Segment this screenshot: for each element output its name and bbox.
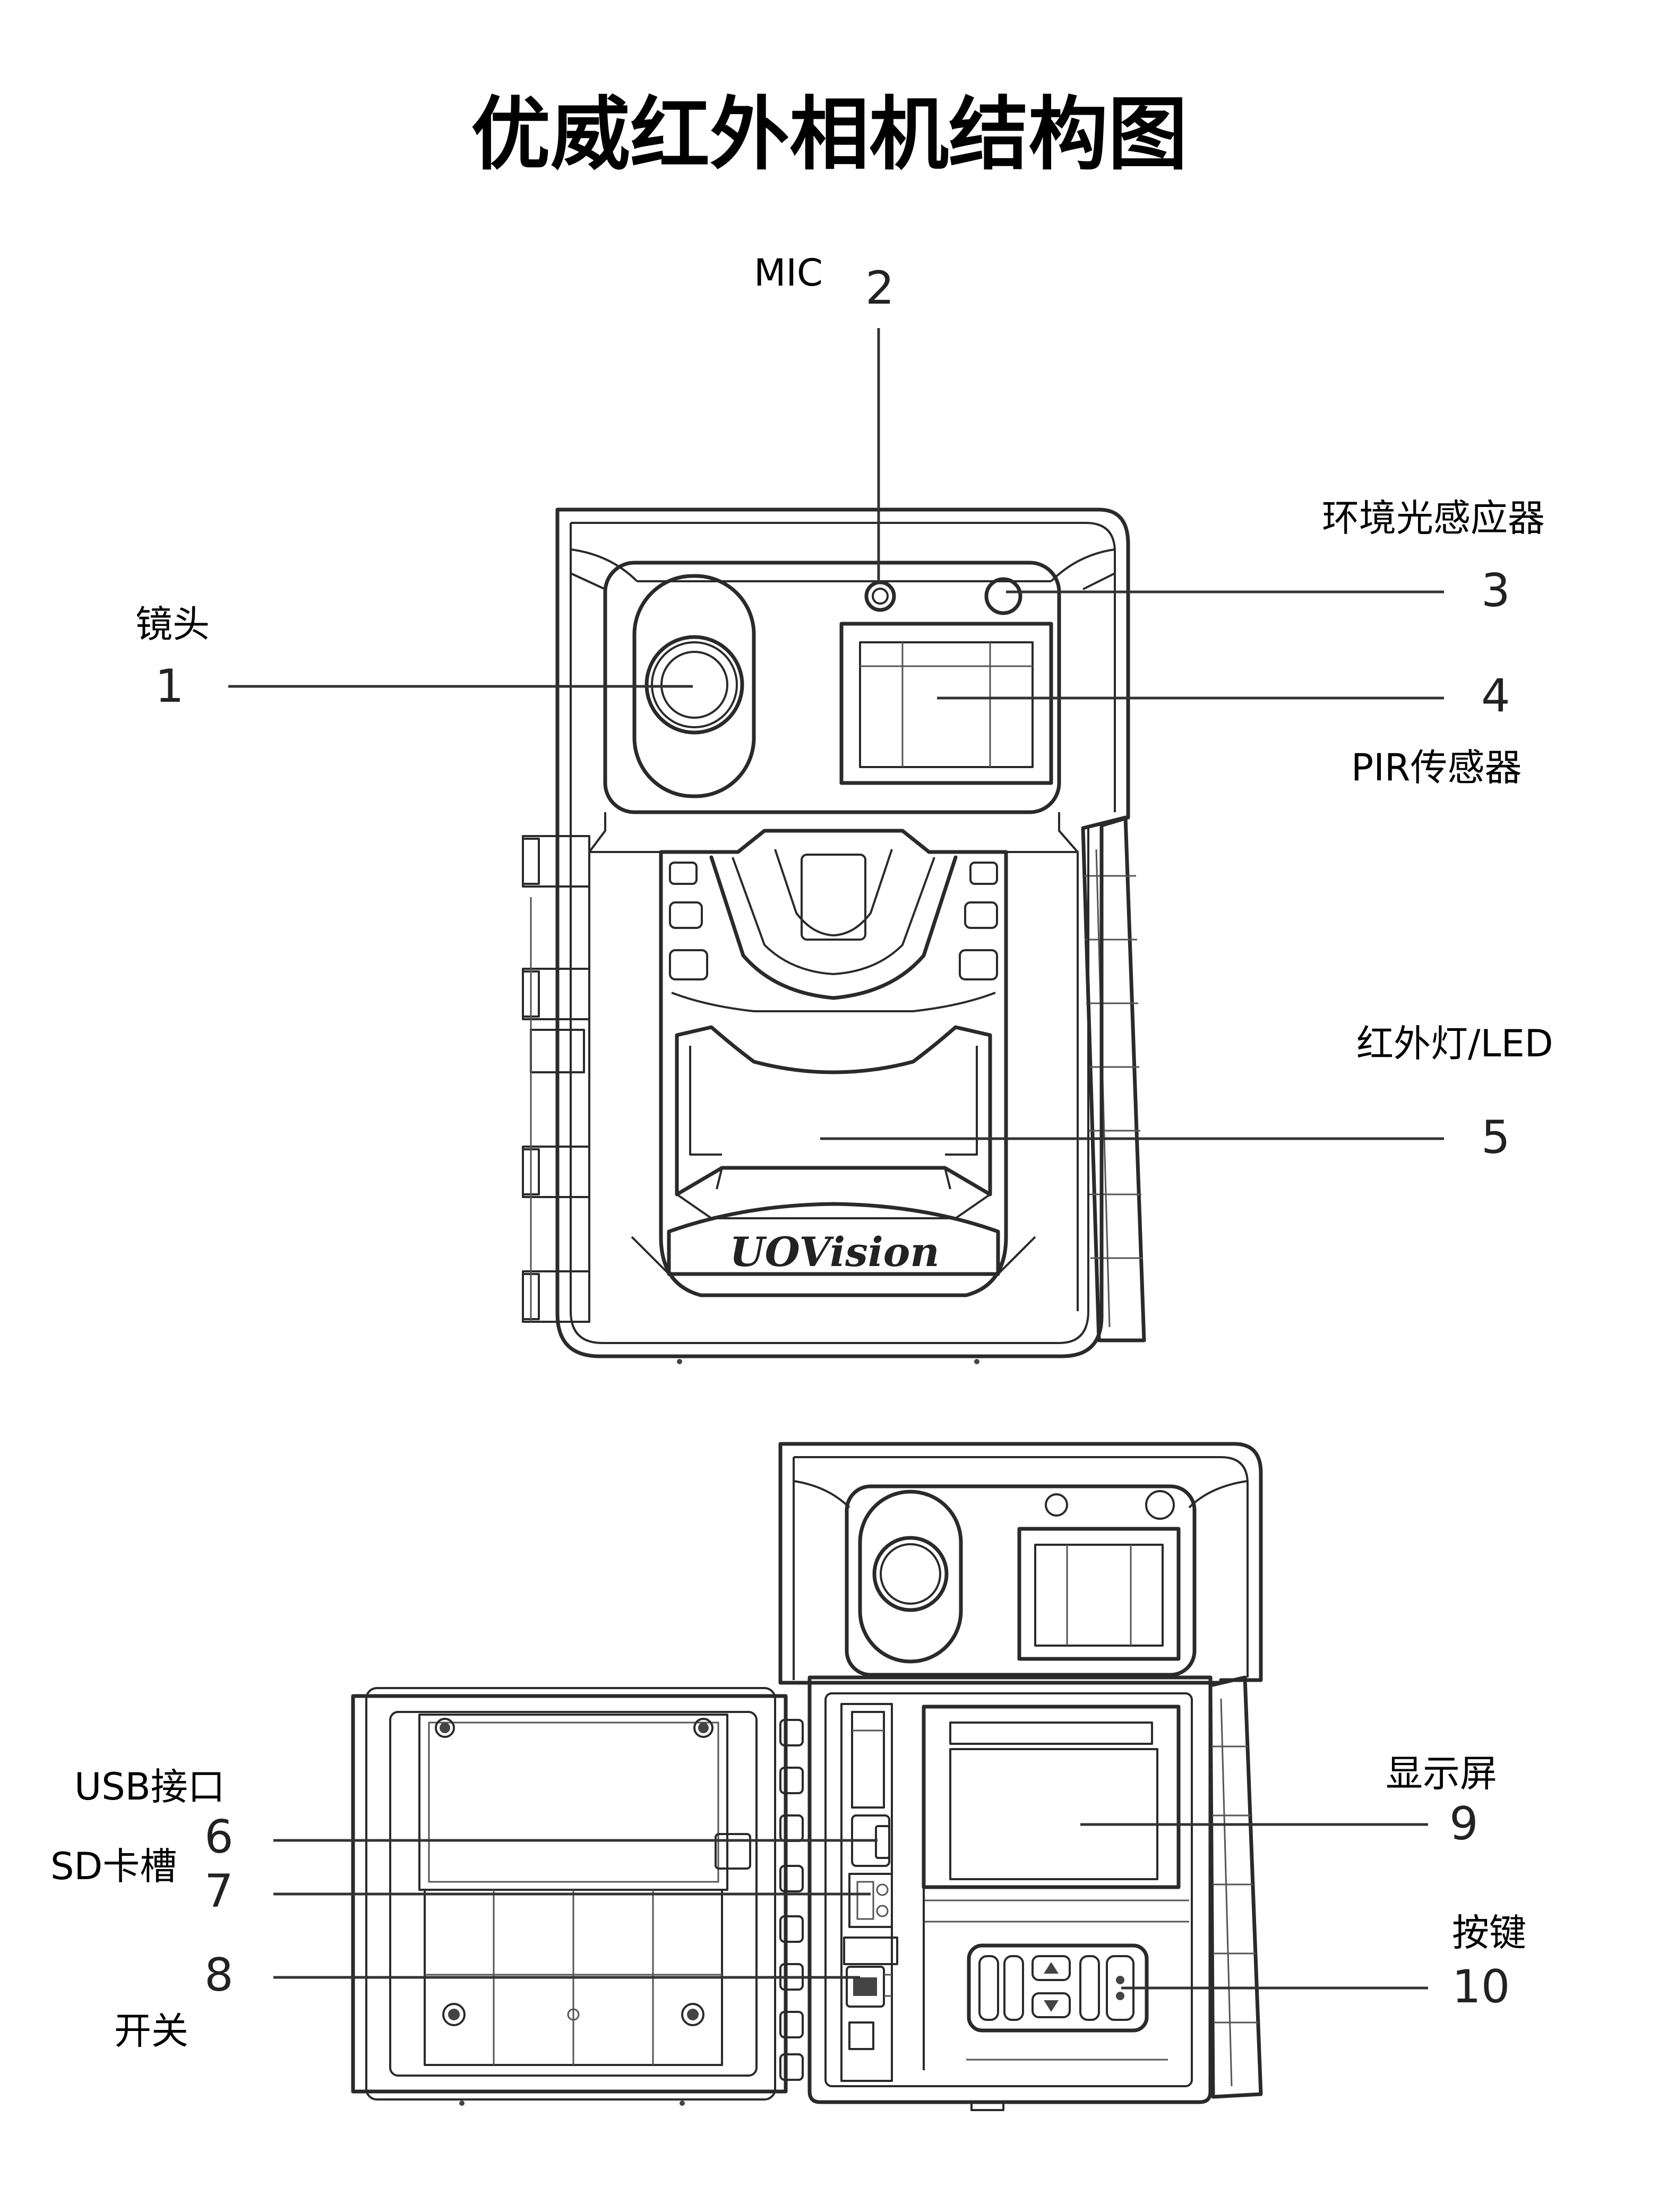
mic-hole [864,580,896,612]
port-column [840,1703,898,2082]
power-switch [846,1966,885,2008]
pir-sensor-window [839,622,1053,785]
leader-lines [228,328,1444,1990]
callout-2-number: 2 [865,262,895,315]
open-body-outline [807,1675,1213,2104]
callout-3-number: 3 [1481,564,1510,617]
display-screen [922,1705,1189,2070]
front-side-slots [669,862,998,980]
open-hinge-column [779,1719,804,2081]
callout-10-number: 10 [1452,1960,1510,2013]
open-view-lens [858,1490,963,1664]
front-right-strap [1081,815,1146,1342]
brand-logo: UOVision [729,1228,939,1276]
callout-9-number: 9 [1449,1797,1479,1850]
ambient-light-sensor [984,577,1022,615]
callout-4-label: PIR传感器 [1351,746,1522,789]
callout-8-number: 8 [204,1949,234,2002]
callout-6-label: USB接口 [74,1765,225,1809]
callout-5-number: 5 [1481,1111,1510,1164]
callout-labels: 镜头 1 MIC 2 环境光感应器 3 4 PIR传感器 红外灯/LED 5 U… [50,251,1553,2053]
ir-led-panel [675,1025,992,1219]
callout-1-number: 1 [155,660,184,713]
ir-led-groove [671,849,996,1012]
open-right-strap [1208,1675,1263,2099]
callout-3-label: 环境光感应器 [1322,496,1545,540]
front-view-camera: UOVision [522,507,1146,1364]
callout-4-number: 4 [1481,669,1510,722]
callout-7-number: 7 [204,1865,234,1918]
callout-1-label: 镜头 [135,603,210,646]
callout-7-label: SD卡槽 [50,1845,177,1888]
callout-2-label: MIC [754,251,823,295]
control-keypad [966,1943,1168,2061]
callout-9-label: 显示屏 [1386,1752,1497,1795]
diagram-title: 优威红外相机结构图 [471,89,1188,181]
callout-5-label: 红外灯/LED [1356,1022,1553,1065]
front-housing-outline [555,507,1130,1358]
usb-port [875,1825,890,1859]
open-view-pir-window [1017,1527,1181,1661]
open-view-camera [351,1442,1263,2111]
sd-card-slot [848,1873,893,1928]
open-door-panel [351,1687,788,2106]
callout-10-label: 按键 [1452,1911,1526,1955]
callout-8-label: 开关 [114,2009,188,2053]
callout-6-number: 6 [204,1811,234,1864]
